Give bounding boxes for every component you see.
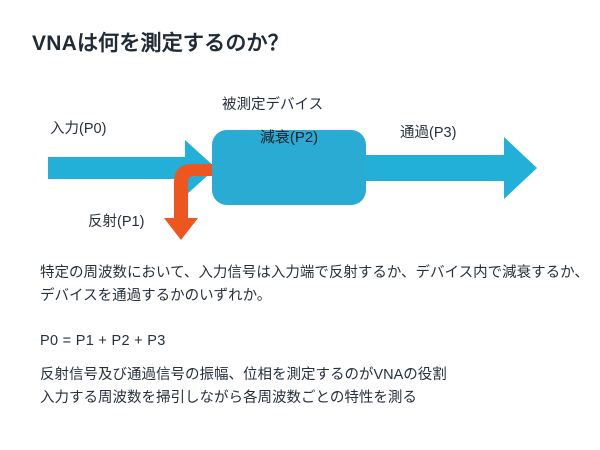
input-arrow-shape [48,140,216,196]
dut-attenuation-label: 減衰(P2) [259,129,319,146]
dut-box-shape [212,130,366,205]
power-balance-formula: P0 = P1 + P2 + P3 [40,333,166,349]
through-port-label: 通過(P3) [400,125,457,141]
description-paragraph-1: 特定の周波数において、入力信号は入力端で反射するか、デバイス内で減衰するか、デバ… [40,265,589,305]
reflect-arrow-shape [164,164,212,240]
vna-measurement-diagram: 入力(P0) 被測定デバイス 減衰(P2) 通過(P3) 反射(P1) [0,90,600,245]
input-port-label: 入力(P0) [50,121,107,137]
reflect-port-label: 反射(P1) [88,214,145,230]
diagram-graphics [48,130,537,240]
through-arrow-shape [366,137,537,199]
dut-title-label: 被測定デバイス [222,97,324,113]
description-paragraph-2: 反射信号及び通過信号の振幅、位相を測定するのがVNAの役割 入力する周波数を掃引… [40,367,447,407]
page-title: VNAは何を測定するのか？ [32,32,289,55]
